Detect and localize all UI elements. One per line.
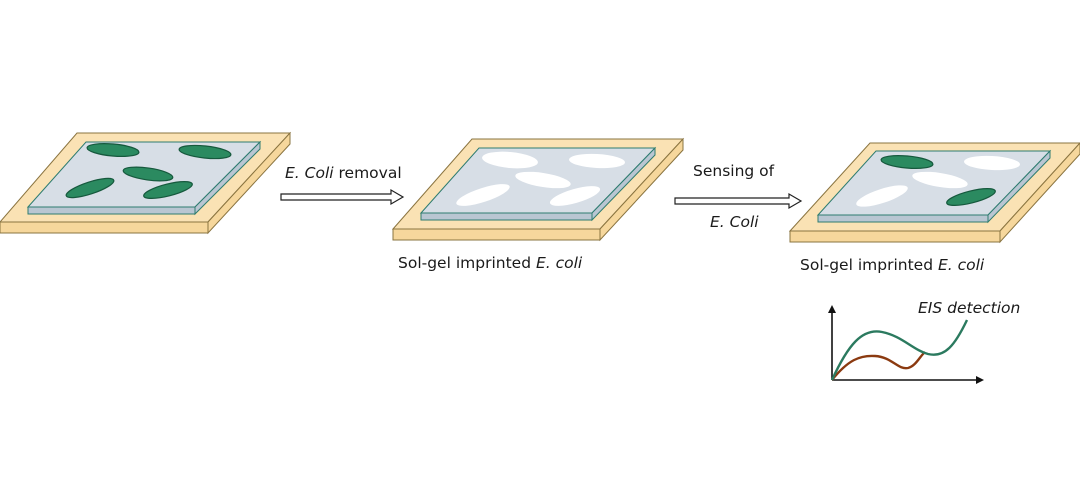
- bacteria-imprint-cavity: [856, 185, 908, 207]
- substrate-base-right: [207, 131, 291, 235]
- removal-label: E. Coli removal: [285, 164, 402, 182]
- sensing-label-line1: Sensing of: [693, 162, 775, 180]
- imprinted-label-1: Sol-gel imprinted E. coli: [398, 254, 583, 272]
- ecoli-bacterium: [946, 188, 996, 206]
- imprinted-label-1-text: Sol-gel imprinted: [398, 254, 536, 272]
- ecoli-bacterium: [143, 181, 193, 199]
- sensing-label-line1-text: Sensing of: [693, 162, 775, 180]
- imprinted-label-1-italic: E. coli: [535, 254, 583, 272]
- removal-arrow: [280, 188, 405, 206]
- substrate-base-front: [0, 221, 209, 234]
- removal-label-text: removal: [333, 164, 402, 182]
- bacteria-imprint-cavity: [482, 151, 538, 169]
- substrate-base-front: [789, 230, 1001, 243]
- panel-imprinted-substrate: [391, 137, 685, 242]
- bacteria-imprint-cavity: [964, 155, 1020, 171]
- imprinted-label-2-italic: E. coli: [937, 256, 985, 274]
- solgel-layer-front: [420, 212, 593, 221]
- eis-detection-label-italic: EIS detection: [918, 299, 1021, 317]
- substrate-base-right: [999, 142, 1080, 244]
- eis-y-axis-arrowhead: [828, 305, 836, 313]
- solgel-layer-right: [591, 146, 656, 222]
- removal-label-italic: E. Coli: [285, 164, 334, 182]
- bacteria-imprint-cavity: [549, 186, 601, 206]
- sensing-arrow: [674, 192, 803, 210]
- solgel-layer-front: [817, 214, 989, 223]
- sensing-label-line2: E. Coli: [710, 213, 759, 231]
- bacteria-imprint-cavity: [456, 184, 510, 206]
- eis-x-axis-arrowhead: [976, 376, 984, 384]
- solgel-layer-front: [27, 206, 196, 215]
- eis-plot: [828, 305, 984, 384]
- substrate-base-front: [392, 228, 601, 241]
- panel-bacteria-substrate: [0, 131, 292, 235]
- bacteria-imprint-cavity: [515, 171, 571, 189]
- ecoli-bacterium: [86, 143, 140, 157]
- substrate-base-right: [599, 137, 684, 242]
- sensing-label-line2-italic: E. Coli: [710, 213, 759, 231]
- ecoli-bacterium: [122, 166, 174, 182]
- eis-curve-after-sensing: [831, 351, 926, 381]
- panel-sensing-substrate: [788, 142, 1080, 244]
- imprinted-label-2-text: Sol-gel imprinted: [800, 256, 938, 274]
- eis-curve-baseline: [830, 319, 969, 381]
- imprinted-label-2: Sol-gel imprinted E. coli: [800, 256, 985, 274]
- ecoli-bacterium: [880, 155, 934, 169]
- solgel-layer-right: [987, 149, 1051, 224]
- ecoli-bacterium: [65, 177, 115, 199]
- ecoli-bacterium: [178, 144, 232, 160]
- eis-detection-label: EIS detection: [918, 299, 1021, 317]
- bacteria-imprint-cavity: [569, 153, 625, 169]
- bacteria-imprint-cavity: [912, 171, 968, 189]
- solgel-layer-right: [194, 140, 261, 216]
